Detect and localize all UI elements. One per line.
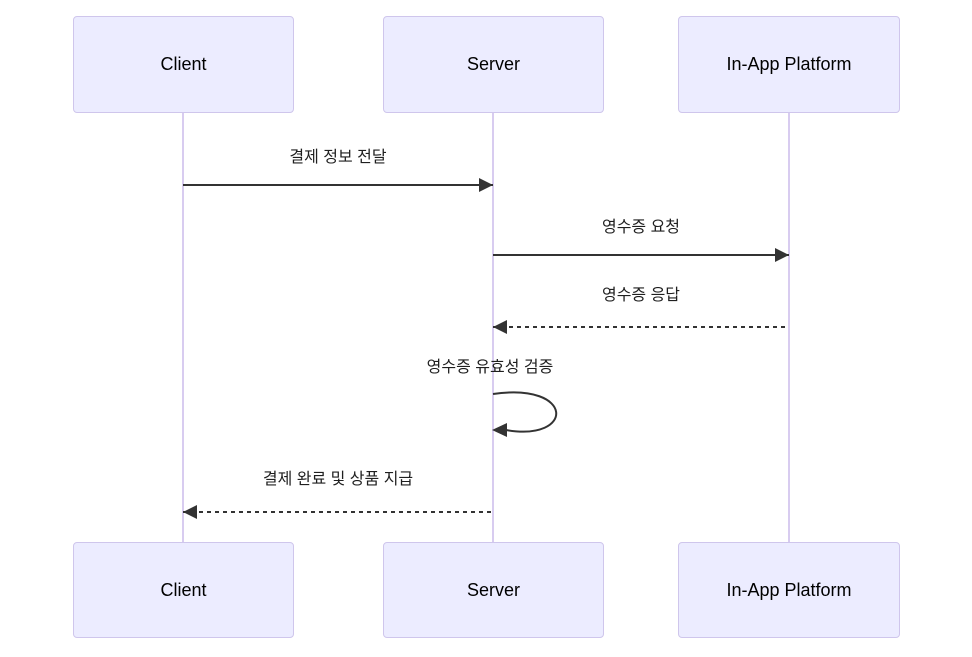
actor-inapp-platform-top: In-App Platform <box>678 16 900 113</box>
arrowhead-right-icon <box>479 178 493 192</box>
actor-server-bottom-label: Server <box>466 579 520 600</box>
message-line-receipt-response <box>493 326 789 328</box>
lifeline-inapp-platform <box>788 113 790 542</box>
lifeline-client <box>182 113 184 542</box>
message-label-payment-complete: 결제 완료 및 상품 지급 <box>262 471 414 488</box>
actor-client-bottom-label: Client <box>160 579 207 600</box>
actor-inapp-platform-bottom-label: In-App Platform <box>726 579 852 600</box>
actor-client-top-label: Client <box>160 54 207 74</box>
arrowhead-right-icon <box>775 248 789 262</box>
message-label-receipt-validation: 영수증 유효성 검증 <box>426 359 554 376</box>
message-line-payment-info <box>183 184 493 186</box>
arrowhead-left-icon <box>493 320 507 334</box>
message-line-receipt-request <box>493 254 789 256</box>
message-line-payment-complete <box>183 511 493 513</box>
actor-server-top-label: Server <box>466 54 520 74</box>
actor-server-top: Server <box>383 16 604 113</box>
actor-client-bottom: Client <box>73 542 294 638</box>
message-label-receipt-request: 영수증 요청 <box>601 219 681 236</box>
arrowhead-left-icon <box>183 505 197 519</box>
message-label-receipt-response: 영수증 응답 <box>601 287 681 304</box>
self-loop-arrow-icon <box>492 391 558 437</box>
actor-inapp-platform-bottom: In-App Platform <box>678 542 900 638</box>
actor-server-bottom: Server <box>383 542 604 638</box>
message-label-payment-info: 결제 정보 전달 <box>289 149 387 166</box>
actor-client-top: Client <box>73 16 294 113</box>
actor-inapp-platform-top-label: In-App Platform <box>726 54 852 74</box>
